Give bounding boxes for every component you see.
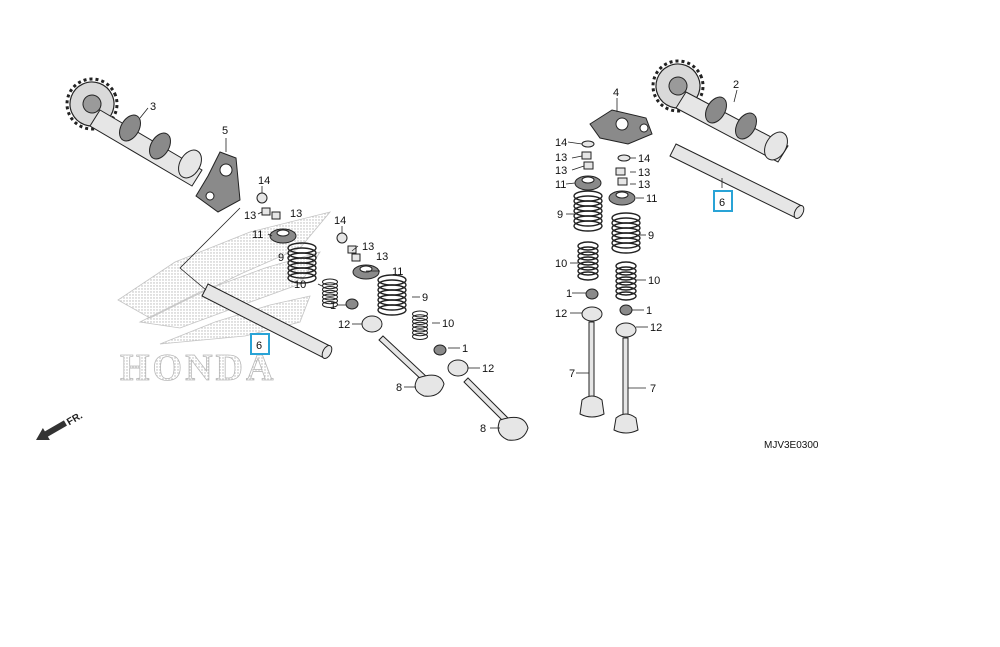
callout-13: 13 bbox=[555, 165, 567, 177]
callout-9: 9 bbox=[422, 292, 428, 304]
callout-8-valve: 8 bbox=[396, 382, 402, 394]
callout-11: 11 bbox=[252, 229, 263, 241]
callout-12: 12 bbox=[650, 322, 662, 334]
honda-logo-text: HONDA bbox=[120, 347, 276, 389]
callout-9: 9 bbox=[648, 230, 654, 242]
highlight-box bbox=[250, 333, 270, 355]
callout-5-rocker-arm: 5 bbox=[222, 125, 228, 137]
callout-10: 10 bbox=[555, 258, 567, 270]
callout-1: 1 bbox=[330, 300, 336, 312]
callout-6-rocker-shaft-left[interactable]: 6 bbox=[250, 333, 270, 355]
callout-8-valve: 8 bbox=[480, 423, 486, 435]
callout-3-camshaft: 3 bbox=[150, 101, 156, 113]
front-direction-indicator: FR. bbox=[36, 410, 85, 441]
arrow-left-icon bbox=[36, 420, 67, 441]
callout-14: 14 bbox=[555, 137, 567, 149]
callout-6-label: 6 bbox=[256, 340, 262, 352]
valve-train-left-a bbox=[256, 192, 445, 397]
rocker-shaft-right bbox=[669, 143, 805, 219]
callout-9: 9 bbox=[278, 252, 284, 264]
callout-11: 11 bbox=[646, 193, 657, 205]
highlight-box bbox=[713, 190, 733, 212]
callout-12: 12 bbox=[338, 319, 350, 331]
callout-10: 10 bbox=[294, 279, 306, 291]
callout-14: 14 bbox=[638, 153, 650, 165]
rocker-shaft-left bbox=[179, 207, 333, 359]
camshaft-right bbox=[643, 51, 789, 163]
direction-label: FR. bbox=[65, 410, 85, 428]
callout-6-rocker-shaft-right[interactable]: 6 bbox=[713, 190, 733, 212]
callout-13: 13 bbox=[290, 208, 302, 220]
callout-13: 13 bbox=[362, 241, 374, 253]
callout-1: 1 bbox=[566, 288, 572, 300]
callout-10: 10 bbox=[648, 275, 660, 287]
callout-14: 14 bbox=[334, 215, 346, 227]
callout-13: 13 bbox=[376, 251, 388, 263]
callout-14: 14 bbox=[258, 175, 270, 187]
callout-13: 13 bbox=[555, 152, 567, 164]
callout-6-label: 6 bbox=[719, 197, 725, 209]
callout-2-camshaft: 2 bbox=[733, 79, 739, 91]
valve-train-right-b bbox=[608, 154, 641, 434]
callout-13: 13 bbox=[244, 210, 256, 222]
callout-13: 13 bbox=[638, 179, 650, 191]
camshaft-left bbox=[57, 69, 203, 187]
rocker-arm-left bbox=[195, 151, 241, 213]
callout-1: 1 bbox=[462, 343, 468, 355]
callout-12: 12 bbox=[555, 308, 567, 320]
callout-9: 9 bbox=[557, 209, 563, 221]
callout-4-rocker-arm: 4 bbox=[613, 87, 619, 99]
callout-11: 11 bbox=[392, 266, 403, 278]
rocker-arm-right bbox=[589, 109, 653, 145]
diagram-code: MJV3E0300 bbox=[764, 440, 819, 451]
callout-7-valve: 7 bbox=[569, 368, 575, 380]
callout-7-valve: 7 bbox=[650, 383, 656, 395]
callout-11: 11 bbox=[555, 179, 566, 191]
valve-train-left-b bbox=[336, 232, 529, 441]
valve-train-right-a bbox=[573, 140, 605, 418]
callout-1: 1 bbox=[646, 305, 652, 317]
callout-12: 12 bbox=[482, 363, 494, 375]
callout-13: 13 bbox=[638, 167, 650, 179]
callout-10: 10 bbox=[442, 318, 454, 330]
leader-lines bbox=[139, 89, 738, 429]
